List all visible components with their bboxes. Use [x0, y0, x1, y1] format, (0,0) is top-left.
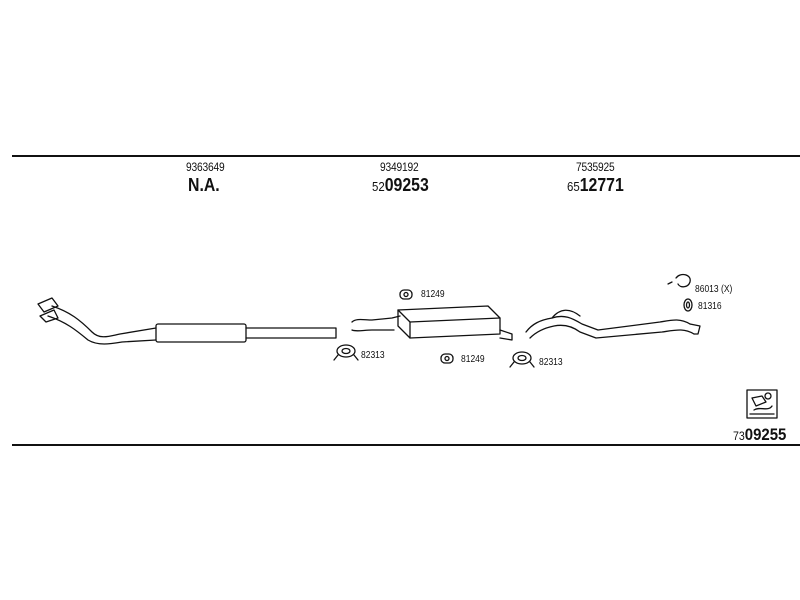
part-number-main: 12771 — [579, 175, 624, 195]
kit-symbol-icon — [746, 389, 778, 419]
bottom-divider — [12, 444, 800, 446]
middle-silencer-icon — [351, 305, 513, 341]
part-number-prefix: 65 — [567, 179, 580, 194]
part-number-prefix: 52 — [372, 179, 385, 194]
kit-part-number: 7309255 — [733, 425, 786, 445]
gasket-left-icon — [333, 344, 359, 361]
part-number-middle-silencer: 5209253 — [372, 175, 429, 196]
kit-number-main: 09255 — [744, 425, 787, 444]
part-number-front-pipe: N.A. — [188, 175, 220, 195]
clamp-top-icon — [399, 289, 413, 300]
rubber-ring-icon — [683, 298, 693, 312]
clamp-bottom-icon — [440, 353, 454, 364]
part-number-main: 09253 — [384, 175, 429, 195]
kit-number-prefix: 73 — [733, 429, 745, 443]
tail-pipe-icon — [525, 309, 701, 339]
oe-number-front-pipe: 9363649 — [186, 160, 225, 174]
front-pipe-icon — [37, 297, 337, 345]
hanger-icon — [667, 273, 691, 288]
part-number-tail-pipe: 6512771 — [567, 175, 624, 196]
gasket-right-label: 82313 — [539, 357, 563, 368]
oe-number-tail-pipe: 7535925 — [576, 160, 615, 174]
oe-number-middle-silencer: 9349192 — [380, 160, 419, 174]
rubber-ring-label: 81316 — [698, 301, 722, 312]
gasket-right-icon — [509, 351, 535, 368]
gasket-left-label: 82313 — [361, 350, 385, 361]
hanger-label: 86013 (X) — [695, 284, 733, 295]
top-divider — [12, 155, 800, 157]
clamp-top-label: 81249 — [421, 289, 445, 300]
clamp-bottom-label: 81249 — [461, 354, 485, 365]
